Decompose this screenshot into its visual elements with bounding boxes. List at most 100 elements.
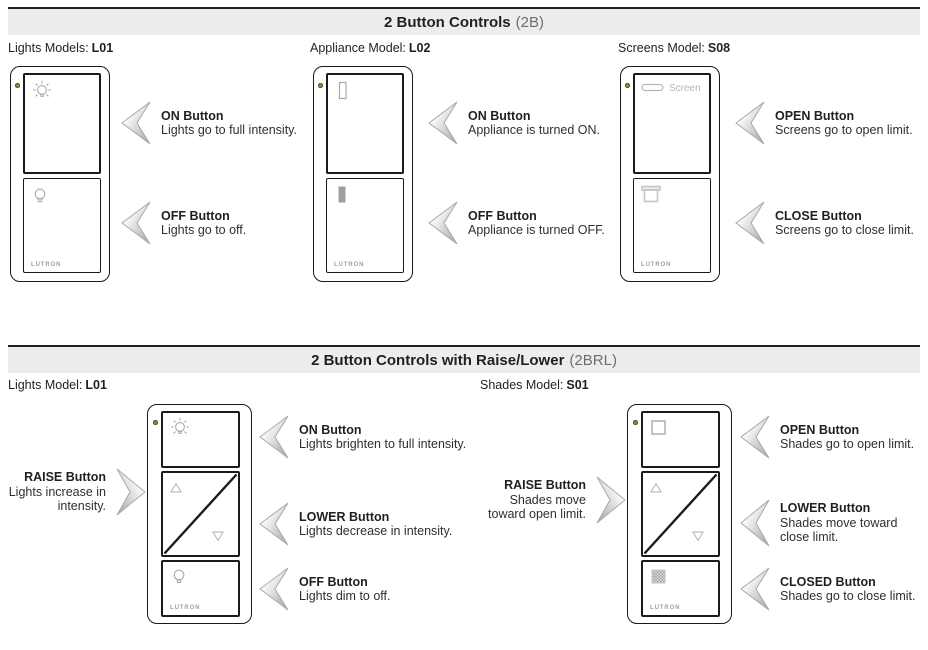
screen-roll-icon xyxy=(641,83,664,92)
screen-label: Screen xyxy=(669,82,701,94)
callout-desc: Shades go to close limit. xyxy=(780,589,916,603)
callout-title: OPEN Button xyxy=(780,422,860,437)
callout-raise-lights: RAISE Button Lights increase in intensit… xyxy=(2,468,146,516)
bulb-icon xyxy=(173,569,185,584)
model-label-text: Lights Models: xyxy=(8,41,89,55)
callout-arrow-left-icon xyxy=(259,415,289,459)
model-value: L01 xyxy=(91,41,114,55)
callout-desc: Shades move xyxy=(509,492,586,507)
callout-desc: Screens go to open limit. xyxy=(775,123,913,137)
callout-title: LOWER Button xyxy=(299,509,390,524)
keypad-appliance-2b: LUTRON xyxy=(313,66,413,282)
section1-header: 2 Button Controls (2B) xyxy=(8,9,920,35)
callout-title: OFF Button xyxy=(299,574,368,589)
model-label-shades-2brl: Shades Model:S01 xyxy=(480,378,589,392)
lutron-logo: LUTRON xyxy=(641,262,672,268)
raise-lower-rocker xyxy=(641,471,720,557)
callout-desc: Screens go to close limit. xyxy=(775,223,914,237)
lutron-logo: LUTRON xyxy=(170,605,201,611)
bulb-icon xyxy=(34,188,46,203)
callout-desc: Shades go to open limit. xyxy=(780,437,915,451)
open-button xyxy=(641,411,720,468)
down-triangle-icon xyxy=(692,531,704,542)
section2-header: 2 Button Controls with Raise/Lower (2BRL… xyxy=(8,347,920,373)
lit-bulb-icon xyxy=(171,417,189,435)
callout-arrow-left-icon xyxy=(259,567,289,611)
callout-close-screens: CLOSE Button Screens go to close limit. xyxy=(735,201,914,245)
callout-title: CLOSED Button xyxy=(780,574,876,589)
model-label-text: Shades Model: xyxy=(480,378,564,392)
callout-title: RAISE Button xyxy=(24,470,106,485)
model-value: L02 xyxy=(408,41,431,55)
callout-title: ON Button xyxy=(299,422,362,437)
up-triangle-icon xyxy=(650,482,662,493)
up-triangle-icon xyxy=(170,482,182,493)
callout-arrow-left-icon xyxy=(259,502,289,546)
model-label-text: Appliance Model: xyxy=(310,41,406,55)
callout-arrow-left-icon xyxy=(121,101,151,145)
callout-open-screens: OPEN Button Screens go to open limit. xyxy=(735,101,913,145)
lutron-logo: LUTRON xyxy=(31,262,62,268)
lutron-logo: LUTRON xyxy=(650,605,681,611)
callout-arrow-left-icon xyxy=(428,101,458,145)
appliance-on-icon xyxy=(338,81,347,100)
section2-rule xyxy=(8,345,920,347)
appliance-off-icon xyxy=(338,186,346,203)
shade-open-icon xyxy=(651,420,666,435)
callout-lower-shades: LOWER Button Shades move toward close li… xyxy=(740,499,897,547)
callout-off-appliance: OFF Button Appliance is turned OFF. xyxy=(428,201,605,245)
callout-desc: Lights go to full intensity. xyxy=(161,123,297,137)
callout-lower-lights-2brl: LOWER Button Lights decrease in intensit… xyxy=(259,502,452,546)
model-label-lights-2b: Lights Models:L01 xyxy=(8,41,113,55)
down-triangle-icon xyxy=(212,531,224,542)
model-value: S01 xyxy=(566,378,589,392)
callout-title: RAISE Button xyxy=(504,478,586,493)
led-indicator xyxy=(15,83,20,88)
callout-desc: Appliance is turned ON. xyxy=(468,123,601,137)
section1-title: 2 Button Controls xyxy=(384,13,511,31)
lutron-logo: LUTRON xyxy=(334,262,365,268)
callout-arrow-left-icon xyxy=(735,201,765,245)
callout-arrow-right-icon xyxy=(116,468,146,516)
on-button xyxy=(326,73,404,174)
section1-code: (2B) xyxy=(515,13,544,31)
callout-arrow-left-icon xyxy=(735,101,765,145)
callout-desc: close limit. xyxy=(780,530,839,545)
callout-open-shades: OPEN Button Shades go to open limit. xyxy=(740,415,914,459)
off-button: LUTRON xyxy=(161,560,240,617)
callout-on-lights-2b: ON Button Lights go to full intensity. xyxy=(121,101,297,145)
model-label-text: Lights Model: xyxy=(8,378,83,392)
rocker-diagonal-icon xyxy=(643,473,718,555)
callout-arrow-left-icon xyxy=(740,415,770,459)
led-indicator xyxy=(633,420,638,425)
callout-title: ON Button xyxy=(161,108,224,123)
callout-desc: intensity. xyxy=(57,499,106,514)
callout-desc: Lights dim to off. xyxy=(299,589,391,603)
open-button: Screen xyxy=(633,73,711,174)
led-indicator xyxy=(153,420,158,425)
callout-arrow-right-icon xyxy=(596,476,626,524)
callout-arrow-left-icon xyxy=(428,201,458,245)
callout-title: ON Button xyxy=(468,108,531,123)
model-value: L01 xyxy=(85,378,107,392)
raise-lower-rocker xyxy=(161,471,240,557)
model-label-text: Screens Model: xyxy=(618,41,705,55)
callout-raise-shades: RAISE Button Shades move toward open lim… xyxy=(468,476,626,524)
callout-desc: Lights go to off. xyxy=(161,223,247,237)
section2-title: 2 Button Controls with Raise/Lower xyxy=(311,351,565,369)
led-indicator xyxy=(625,83,630,88)
model-label-screens-2b: Screens Model:S08 xyxy=(618,41,730,55)
rocker-diagonal-icon xyxy=(163,473,238,555)
callout-arrow-left-icon xyxy=(740,499,770,547)
shade-closed-icon xyxy=(651,569,666,584)
off-button: LUTRON xyxy=(326,178,404,273)
close-button: LUTRON xyxy=(633,178,711,273)
callout-title: OFF Button xyxy=(468,208,537,223)
callout-off-lights-2b: OFF Button Lights go to off. xyxy=(121,201,246,245)
section1-rule xyxy=(8,7,920,9)
off-button: LUTRON xyxy=(23,178,101,273)
callout-closed-shades: CLOSED Button Shades go to close limit. xyxy=(740,567,916,611)
callout-desc: Lights decrease in intensity. xyxy=(299,524,453,538)
closed-button: LUTRON xyxy=(641,560,720,617)
